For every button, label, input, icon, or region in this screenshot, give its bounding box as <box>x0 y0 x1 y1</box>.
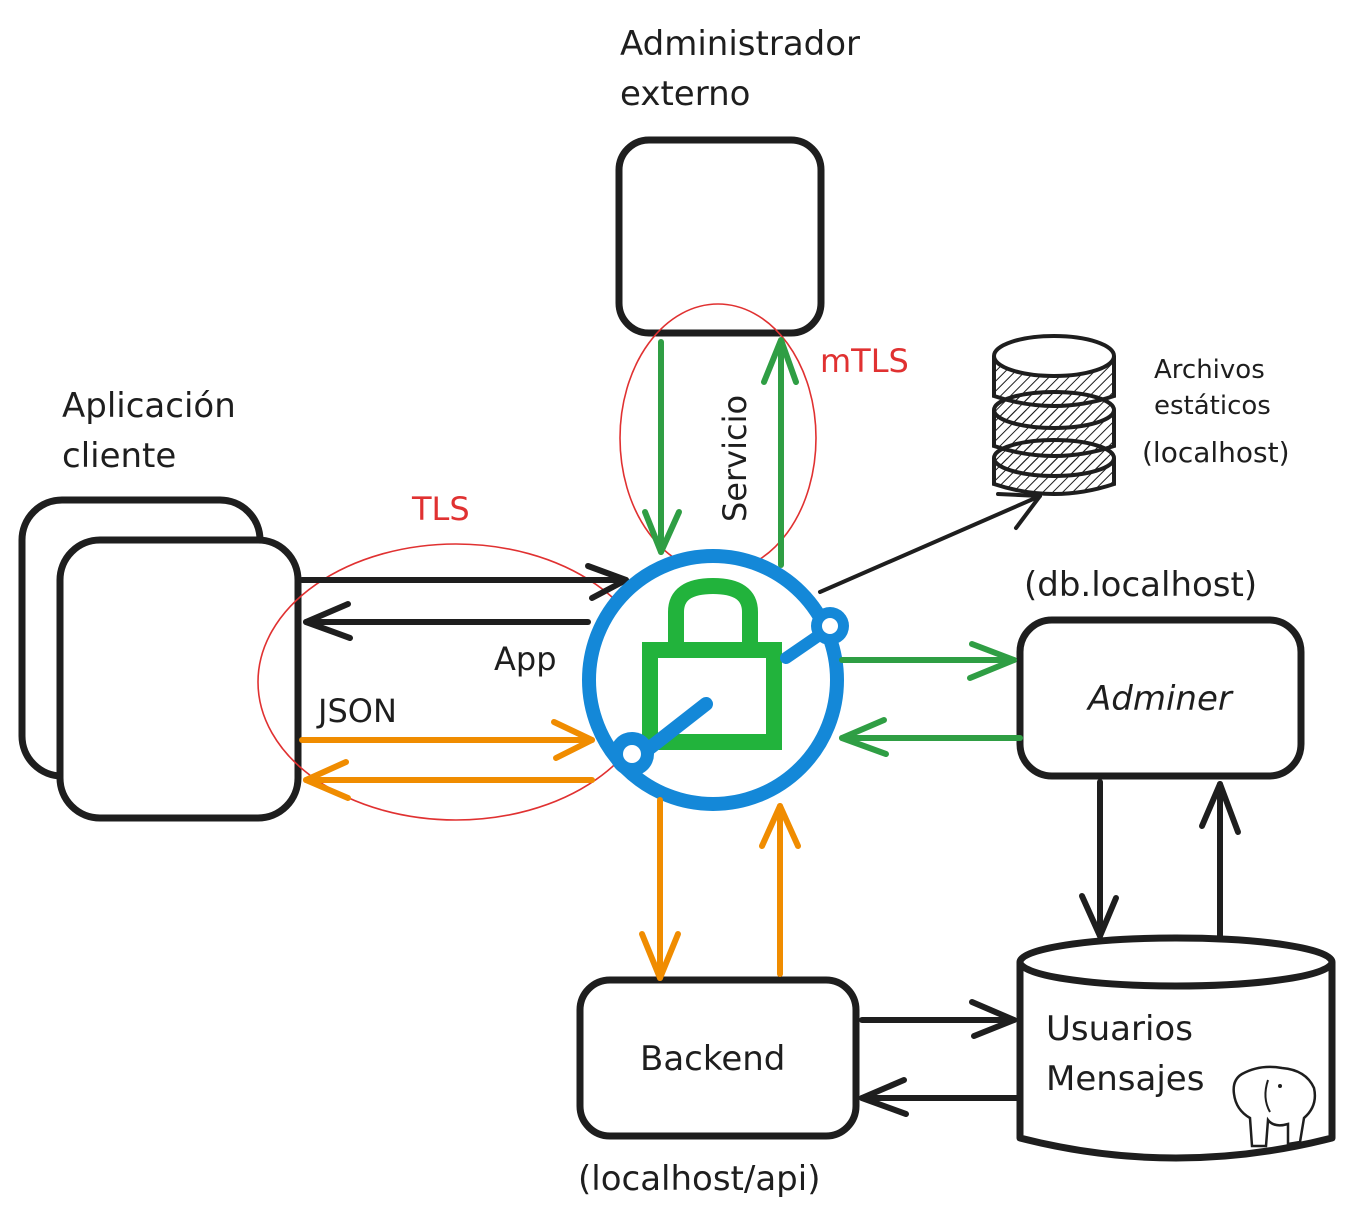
mtls-label: mTLS <box>820 342 909 380</box>
arrow-backend-to-db <box>859 999 1017 1039</box>
client-title-line2: cliente <box>62 436 176 476</box>
arrow-adminer-to-proxy <box>839 717 1023 757</box>
database-cylinder <box>1016 934 1336 1162</box>
files-label-line3: (localhost) <box>1142 436 1290 469</box>
arrow-proxy-to-client <box>303 601 591 641</box>
files-label-line2: estáticos <box>1154 391 1271 421</box>
arrow-json-client-to-proxy <box>299 719 595 761</box>
adminer-label: Adminer <box>1086 679 1234 719</box>
admin-title-line1: Administrador <box>620 24 860 64</box>
files-label-line1: Archivos <box>1154 355 1265 385</box>
elephant-icon <box>1232 1065 1317 1148</box>
client-box-front <box>56 536 302 822</box>
arrow-json-proxy-to-client <box>303 759 595 801</box>
db-label-line2: Mensajes <box>1046 1059 1204 1099</box>
admin-box <box>615 136 825 337</box>
arrow-proxy-to-admin <box>761 337 799 568</box>
arrow-client-to-proxy <box>299 563 629 601</box>
arrow-admin-to-proxy <box>642 339 682 555</box>
backend-box <box>576 976 860 1140</box>
arrow-proxy-to-files <box>818 492 1042 594</box>
arrow-adminer-to-db <box>1079 779 1119 939</box>
servicio-label: Servicio <box>716 395 754 522</box>
arrow-backend-to-proxy <box>759 803 801 977</box>
app-label: App <box>494 640 557 678</box>
adminer-box <box>1016 616 1305 780</box>
db-label-line1: Usuarios <box>1046 1009 1193 1049</box>
arrow-proxy-to-adminer <box>839 641 1017 681</box>
lock-proxy-icon <box>582 549 849 811</box>
arrow-proxy-to-backend <box>639 797 681 981</box>
backend-host-label: (localhost/api) <box>578 1159 820 1199</box>
arrow-db-to-adminer <box>1199 781 1241 941</box>
arrow-db-to-backend <box>859 1077 1021 1117</box>
database-stack-icon <box>992 334 1116 496</box>
backend-label: Backend <box>640 1039 785 1079</box>
db-host-label: (db.localhost) <box>1024 565 1257 605</box>
tls-label: TLS <box>411 490 470 528</box>
json-label: JSON <box>316 692 397 730</box>
admin-title-line2: externo <box>620 74 750 114</box>
client-title-line1: Aplicación <box>62 386 236 426</box>
